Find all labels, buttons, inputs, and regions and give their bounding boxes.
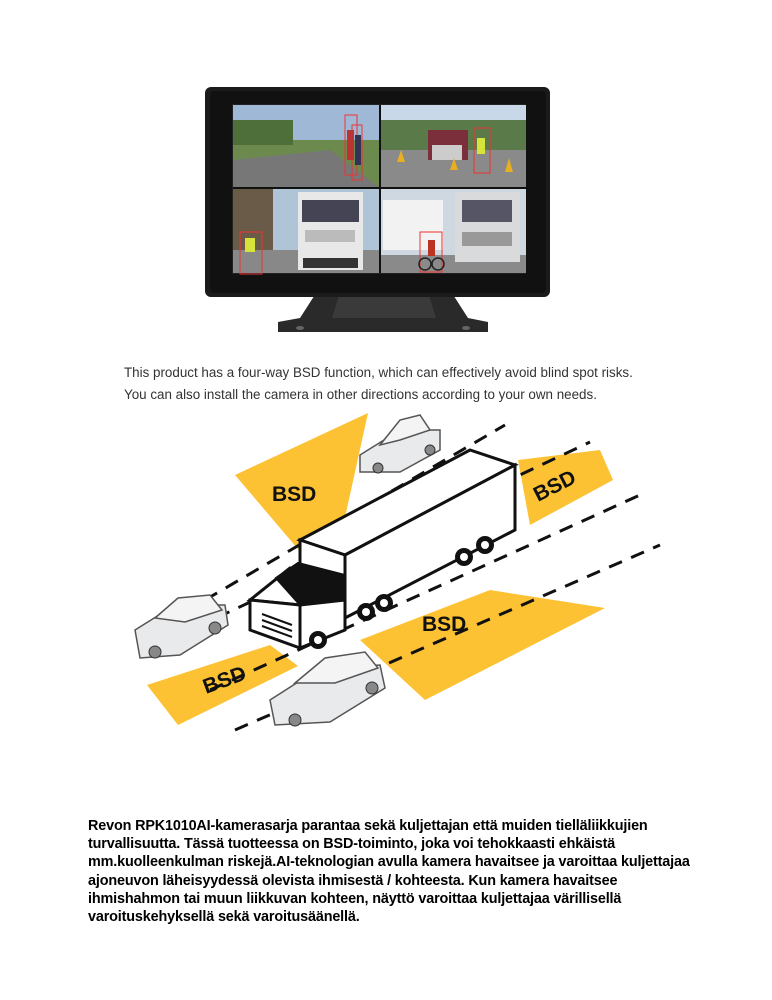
bsd-label-top-left: BSD xyxy=(272,483,316,506)
description-line-5: ihmishahmon tai muun liikkuvan kohteen, … xyxy=(88,890,622,907)
product-description: Revon RPK1010AI-kamerasarja parantaa sek… xyxy=(88,817,748,926)
truck xyxy=(246,448,519,651)
camera-view-3 xyxy=(233,189,379,275)
car-bottom xyxy=(269,651,386,727)
caption-line-2: You can also install the camera in other… xyxy=(124,387,597,402)
camera-view-4 xyxy=(381,189,526,273)
product-caption: This product has a four-way BSD function… xyxy=(124,362,744,406)
car-left xyxy=(134,594,229,659)
car-top-right xyxy=(359,414,441,474)
camera-view-1 xyxy=(233,105,379,187)
bsd-zone-right xyxy=(518,450,613,525)
monitor-product-image xyxy=(205,87,550,332)
camera-view-2 xyxy=(381,105,526,187)
description-line-6: varoituskehyksellä sekä varoitusäänellä. xyxy=(88,909,360,926)
bsd-label-bottom-right: BSD xyxy=(422,613,466,636)
description-line-1: Revon RPK1010AI-kamerasarja parantaa sek… xyxy=(88,818,648,834)
description-line-4: ajoneuvon läheisyydessä olevista ihmises… xyxy=(88,872,618,889)
description-line-3: mm.kuolleenkulman riskejä.AI-teknologian… xyxy=(88,854,690,871)
caption-line-1: This product has a four-way BSD function… xyxy=(124,365,633,380)
bsd-diagram: BSD BSD BSD BSD xyxy=(134,413,661,732)
bsd-zone-bottom-right xyxy=(360,590,605,700)
description-line-2: turvallisuutta. Tässä tuotteessa on BSD-… xyxy=(88,836,616,853)
